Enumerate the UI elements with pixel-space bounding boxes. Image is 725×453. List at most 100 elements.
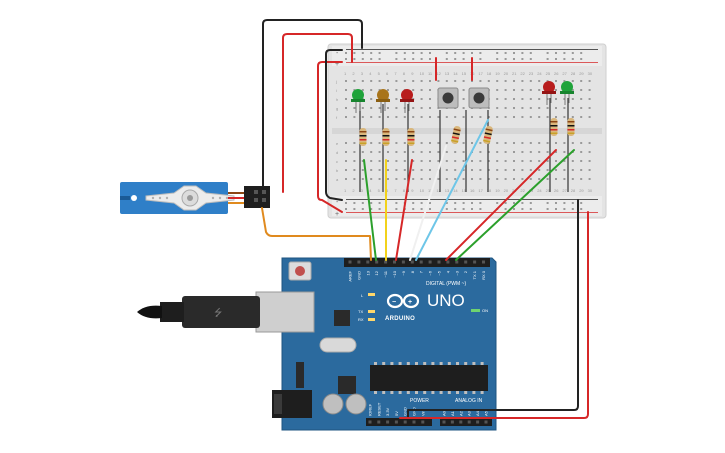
breadboard-hole[interactable]: [437, 116, 440, 118]
breadboard-hole[interactable]: [445, 80, 448, 82]
rail-hole[interactable]: [529, 52, 532, 54]
breadboard-hole[interactable]: [538, 116, 541, 118]
wire-button-1-signal[interactable]: [409, 145, 447, 261]
wire-gnd-to-arduino[interactable]: [407, 199, 579, 419]
breadboard-hole[interactable]: [345, 107, 347, 109]
rail-hole[interactable]: [555, 58, 557, 60]
rail-hole[interactable]: [571, 202, 574, 204]
breadboard-hole[interactable]: [479, 151, 482, 153]
header-pin[interactable]: [401, 260, 405, 264]
rail-hole[interactable]: [546, 208, 549, 210]
header-pin[interactable]: [459, 420, 463, 424]
rail-hole[interactable]: [571, 208, 574, 210]
breadboard-hole[interactable]: [462, 107, 465, 109]
breadboard-hole[interactable]: [496, 89, 499, 91]
breadboard-hole[interactable]: [496, 116, 499, 118]
breadboard-hole[interactable]: [513, 89, 515, 91]
header-pin[interactable]: [403, 420, 407, 424]
breadboard-hole[interactable]: [370, 80, 373, 82]
breadboard-hole[interactable]: [529, 80, 532, 82]
wire-button-2-signal[interactable]: [415, 119, 489, 261]
breadboard-hole[interactable]: [504, 151, 507, 153]
rail-hole[interactable]: [546, 52, 549, 54]
rail-hole[interactable]: [529, 208, 532, 210]
breadboard-hole[interactable]: [513, 151, 515, 153]
breadboard-hole[interactable]: [395, 178, 398, 180]
breadboard-hole[interactable]: [521, 169, 524, 171]
breadboard-hole[interactable]: [513, 116, 515, 118]
breadboard-hole[interactable]: [529, 116, 532, 118]
usb-port[interactable]: [255, 291, 315, 333]
led-red-1[interactable]: [400, 89, 414, 113]
breadboard-hole[interactable]: [479, 116, 482, 118]
breadboard-hole[interactable]: [580, 142, 583, 144]
breadboard-hole[interactable]: [361, 178, 364, 180]
breadboard-hole[interactable]: [395, 116, 398, 118]
header-pin[interactable]: [428, 260, 432, 264]
breadboard-hole[interactable]: [462, 116, 465, 118]
rail-hole[interactable]: [563, 58, 566, 60]
breadboard-hole[interactable]: [546, 160, 549, 162]
rail-hole[interactable]: [420, 58, 423, 60]
rail-hole[interactable]: [445, 52, 448, 54]
breadboard-hole[interactable]: [504, 142, 507, 144]
breadboard-hole[interactable]: [378, 160, 381, 162]
rail-hole[interactable]: [496, 58, 499, 60]
breadboard-hole[interactable]: [496, 142, 499, 144]
breadboard-hole[interactable]: [471, 169, 473, 171]
rail-hole[interactable]: [546, 58, 549, 60]
rail-hole[interactable]: [563, 52, 566, 54]
breadboard-hole[interactable]: [462, 178, 465, 180]
rail-hole[interactable]: [580, 58, 583, 60]
breadboard-hole[interactable]: [370, 107, 373, 109]
breadboard-hole[interactable]: [420, 151, 423, 153]
rail-hole[interactable]: [345, 202, 347, 204]
rail-hole[interactable]: [412, 202, 415, 204]
breadboard-hole[interactable]: [538, 151, 541, 153]
led-green-1[interactable]: [351, 89, 365, 113]
breadboard-hole[interactable]: [521, 178, 524, 180]
breadboard-hole[interactable]: [571, 107, 574, 109]
breadboard-hole[interactable]: [521, 160, 524, 162]
breadboard-hole[interactable]: [504, 178, 507, 180]
servo-motor[interactable]: [120, 182, 270, 214]
rail-hole[interactable]: [345, 52, 347, 54]
breadboard-hole[interactable]: [513, 169, 515, 171]
breadboard-hole[interactable]: [571, 178, 574, 180]
rail-hole[interactable]: [479, 208, 482, 210]
resistor-5[interactable]: [483, 125, 494, 144]
breadboard-hole[interactable]: [580, 151, 583, 153]
breadboard-hole[interactable]: [555, 151, 557, 153]
rail-hole[interactable]: [420, 202, 423, 204]
breadboard-hole[interactable]: [429, 107, 431, 109]
digital-header[interactable]: [344, 258, 490, 267]
wire-servo-5v[interactable]: [282, 33, 353, 193]
breadboard-hole[interactable]: [546, 142, 549, 144]
rail-hole[interactable]: [445, 208, 448, 210]
breadboard-hole[interactable]: [420, 116, 423, 118]
breadboard-hole[interactable]: [563, 169, 566, 171]
breadboard-hole[interactable]: [538, 169, 541, 171]
rail-hole[interactable]: [420, 208, 423, 210]
breadboard-hole[interactable]: [429, 116, 431, 118]
breadboard-hole[interactable]: [487, 151, 490, 153]
breadboard-hole[interactable]: [361, 89, 364, 91]
breadboard-hole[interactable]: [437, 151, 440, 153]
rail-hole[interactable]: [471, 52, 473, 54]
breadboard-hole[interactable]: [412, 107, 415, 109]
rail-hole[interactable]: [454, 208, 457, 210]
breadboard-hole[interactable]: [538, 98, 541, 100]
rail-hole[interactable]: [412, 58, 415, 60]
rail-hole[interactable]: [353, 52, 356, 54]
wire-rail-positive-link[interactable]: [317, 61, 343, 213]
rail-hole[interactable]: [345, 58, 347, 60]
header-pin[interactable]: [442, 420, 446, 424]
rail-hole[interactable]: [513, 208, 515, 210]
wire-rail-negative-link[interactable]: [325, 49, 343, 201]
led-red-2[interactable]: [542, 81, 556, 105]
rail-hole[interactable]: [555, 208, 557, 210]
breadboard-hole[interactable]: [378, 116, 381, 118]
breadboard-hole[interactable]: [412, 116, 415, 118]
breadboard-hole[interactable]: [462, 160, 465, 162]
breadboard[interactable]: - + - + 11223344556677889910101111121213…: [327, 43, 607, 219]
